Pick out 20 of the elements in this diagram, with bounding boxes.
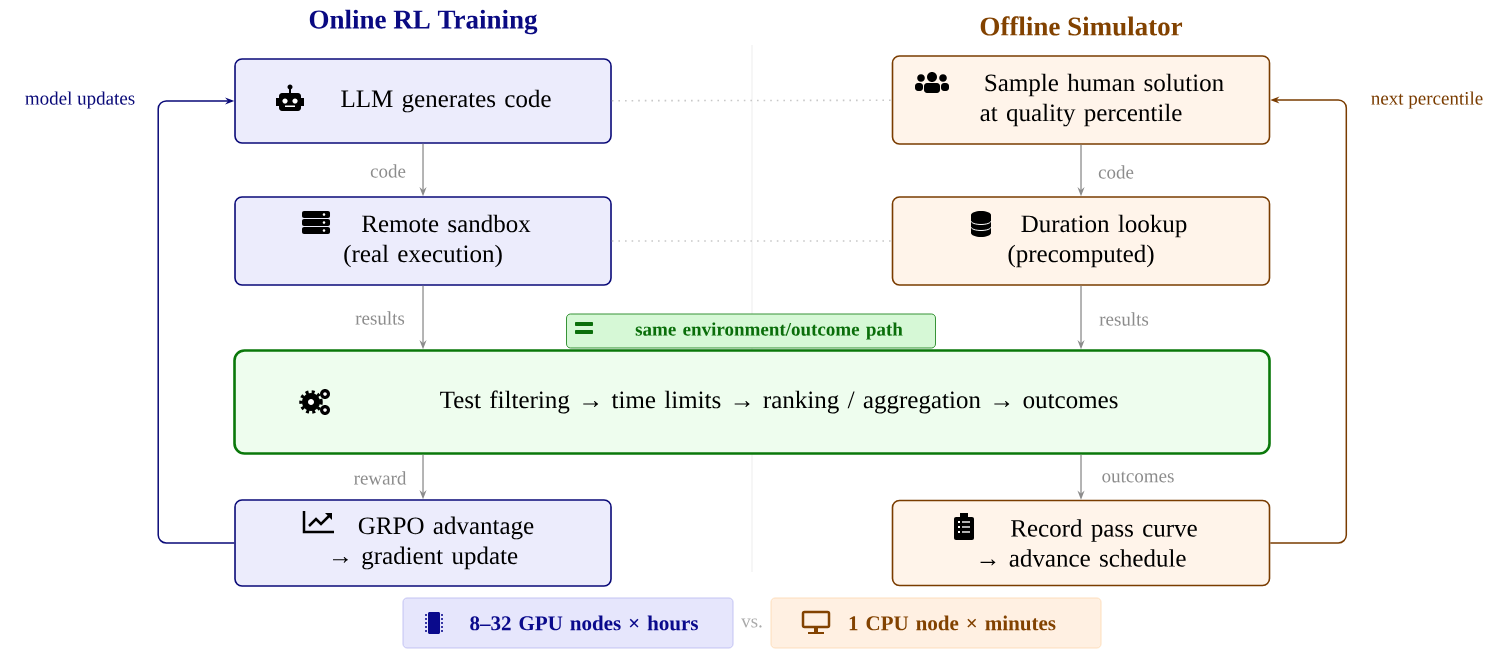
edge-label: next percentile [1371,91,1483,109]
edge-label: results [1099,312,1149,326]
tag-box: same environment/outcome path [566,313,936,349]
edge-label: reward [354,471,407,485]
pipeline-box: Test filtering → time limits → ranking / aggregation → outcomes [233,349,1271,455]
edge-label: results [355,311,405,325]
separator-text: vs. [741,618,762,628]
process-box: Record pass curve → advance schedule [891,499,1271,587]
resource-box: 1 CPU node × minutes [770,597,1102,649]
process-box: GRPO advantage → gradient update [234,499,612,587]
arrow [157,97,235,544]
process-box: Duration lookup (precomputed) [891,196,1271,286]
edge-label: model updates [25,91,135,109]
process-box: LLM generates code [234,58,612,144]
edge-label: code [1098,165,1134,179]
process-box: Remote sandbox (real execution) [234,196,612,286]
process-box: Sample human solution at quality percentile [891,55,1271,145]
resource-box: 8–32 GPU nodes × hours [402,597,734,649]
edge-label: code [370,164,406,178]
edge-label: outcomes [1102,471,1174,483]
